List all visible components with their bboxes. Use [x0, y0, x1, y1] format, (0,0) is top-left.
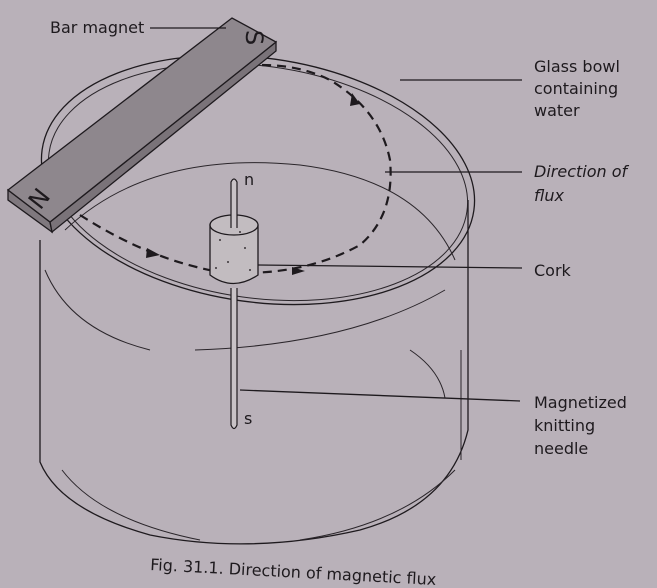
needle-label-3: needle: [534, 439, 588, 458]
needle-south-label: s: [244, 409, 252, 428]
arrow-icon: [292, 267, 305, 275]
magnet-south-label: S: [240, 30, 268, 45]
figure-caption: Fig. 31.1. Direction of magnetic flux: [150, 555, 437, 588]
direction-label-2: flux: [534, 186, 564, 205]
glass-bowl-label-2: containing: [534, 79, 618, 98]
bar-magnet-label: Bar magnet: [50, 18, 144, 37]
glass-bowl-label-3: water: [534, 101, 580, 120]
needle-north-label: n: [244, 170, 254, 189]
cork-label: Cork: [534, 261, 572, 280]
glass-bowl: [39, 54, 476, 545]
needle-label-1: Magnetized: [534, 393, 627, 412]
flux-loop: [79, 63, 392, 275]
direction-label-1: Direction of: [534, 162, 630, 181]
glass-bowl-label-1: Glass bowl: [534, 57, 620, 76]
arrow-icon: [350, 93, 360, 106]
arrow-icon: [146, 248, 160, 258]
needle-label-2: knitting: [534, 416, 595, 435]
knitting-needle: [230, 178, 238, 430]
bar-magnet: N S: [6, 17, 278, 234]
